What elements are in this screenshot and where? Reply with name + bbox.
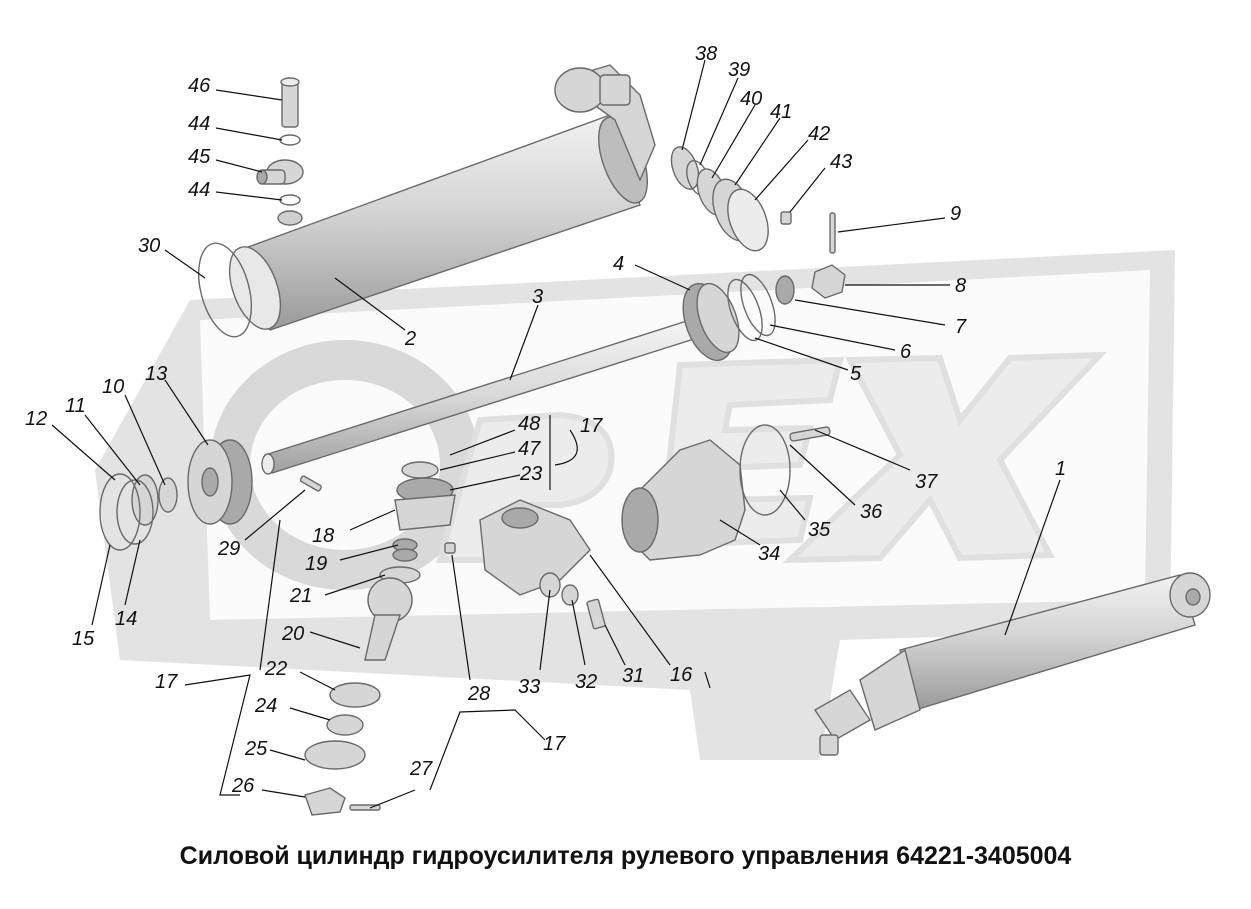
callout-22: 22 [264,658,287,680]
callout-18: 18 [312,525,334,547]
part-7-washer [775,275,795,305]
callout-42: 42 [808,123,830,145]
part-45-banjo-fitting [256,159,304,185]
leader-lines [51,59,1061,809]
part-34-boot [621,439,746,561]
callout-30: 30 [138,235,160,257]
callout-2: 2 [404,328,416,350]
watermark-letter-x [782,351,1108,564]
callout-19: 19 [305,553,327,575]
callout-15: 15 [72,628,95,650]
callout-20: 20 [281,623,304,645]
callout-14: 14 [115,608,137,630]
callout-16: 16 [670,664,693,686]
callout-46: 46 [188,75,211,97]
callout-37: 37 [915,471,938,493]
callout-36: 36 [860,501,883,523]
callout-44a: 44 [188,113,210,135]
callout-40: 40 [740,88,762,110]
part-29-pin [299,475,322,492]
part-head-assembly [554,64,656,182]
callout-17b: 17 [155,671,178,693]
callout-26: 26 [231,775,255,797]
callout-35: 35 [808,519,831,541]
callout-48: 48 [518,413,540,435]
part-35-clamp [739,424,791,516]
callout-38: 38 [695,43,717,65]
callout-7: 7 [955,316,967,338]
callout-32: 32 [575,671,597,693]
callout-8: 8 [955,275,966,297]
callout-24: 24 [254,695,277,717]
callout-10: 10 [102,376,124,398]
callout-11: 11 [65,395,86,417]
callout-45: 45 [188,146,211,168]
callout-23: 23 [519,463,542,485]
callout-3: 3 [532,286,543,308]
callout-21: 21 [289,585,312,607]
callout-39: 39 [728,59,750,81]
part-43-screw [780,211,792,225]
callout-43: 43 [830,151,852,173]
callout-31: 31 [622,665,644,687]
callout-6: 6 [900,341,912,363]
part-46-bolt [280,77,300,128]
part-ball-joint-stack [304,461,456,816]
part-42-flange [727,188,769,252]
part-8-nut [811,264,846,299]
part-10-seal [158,477,178,513]
callout-17a: 17 [580,415,603,437]
callout-29: 29 [217,538,240,560]
callout-12: 12 [25,408,47,430]
part-14-ring [116,479,154,545]
callout-17c: 17 [543,733,566,755]
callout-5: 5 [850,363,862,385]
part-44-washer-bottom [279,194,301,206]
part-37-clamp-bolt [789,426,831,442]
callout-33: 33 [518,676,540,698]
callout-41: 41 [770,101,792,123]
part-12-snap-ring [99,473,141,551]
part-16-bracket [479,499,606,630]
callout-25: 25 [244,738,268,760]
part-5-ring [727,278,763,342]
callout-44b: 44 [188,179,210,201]
diagram-caption: Силовой цилиндр гидроусилителя рулевого … [179,842,1072,870]
callout-34: 34 [758,543,780,565]
callout-1: 1 [1055,458,1066,480]
part-6-ring [740,273,776,337]
callout-4: 4 [613,253,624,275]
callout-9: 9 [950,203,961,225]
part-2-cylinder-body [228,114,648,331]
callout-13: 13 [145,363,167,385]
part-13-cylinder-head [187,439,253,525]
part-44-washer-top [279,134,301,146]
callout-28: 28 [467,683,490,705]
part-1-assembled-cylinder [814,572,1211,756]
part-9-cotter-pin [829,212,836,254]
part-11-ring [131,474,159,526]
part-30-seal-ring [197,242,253,338]
callout-47: 47 [518,438,541,460]
callout-27: 27 [409,758,433,780]
